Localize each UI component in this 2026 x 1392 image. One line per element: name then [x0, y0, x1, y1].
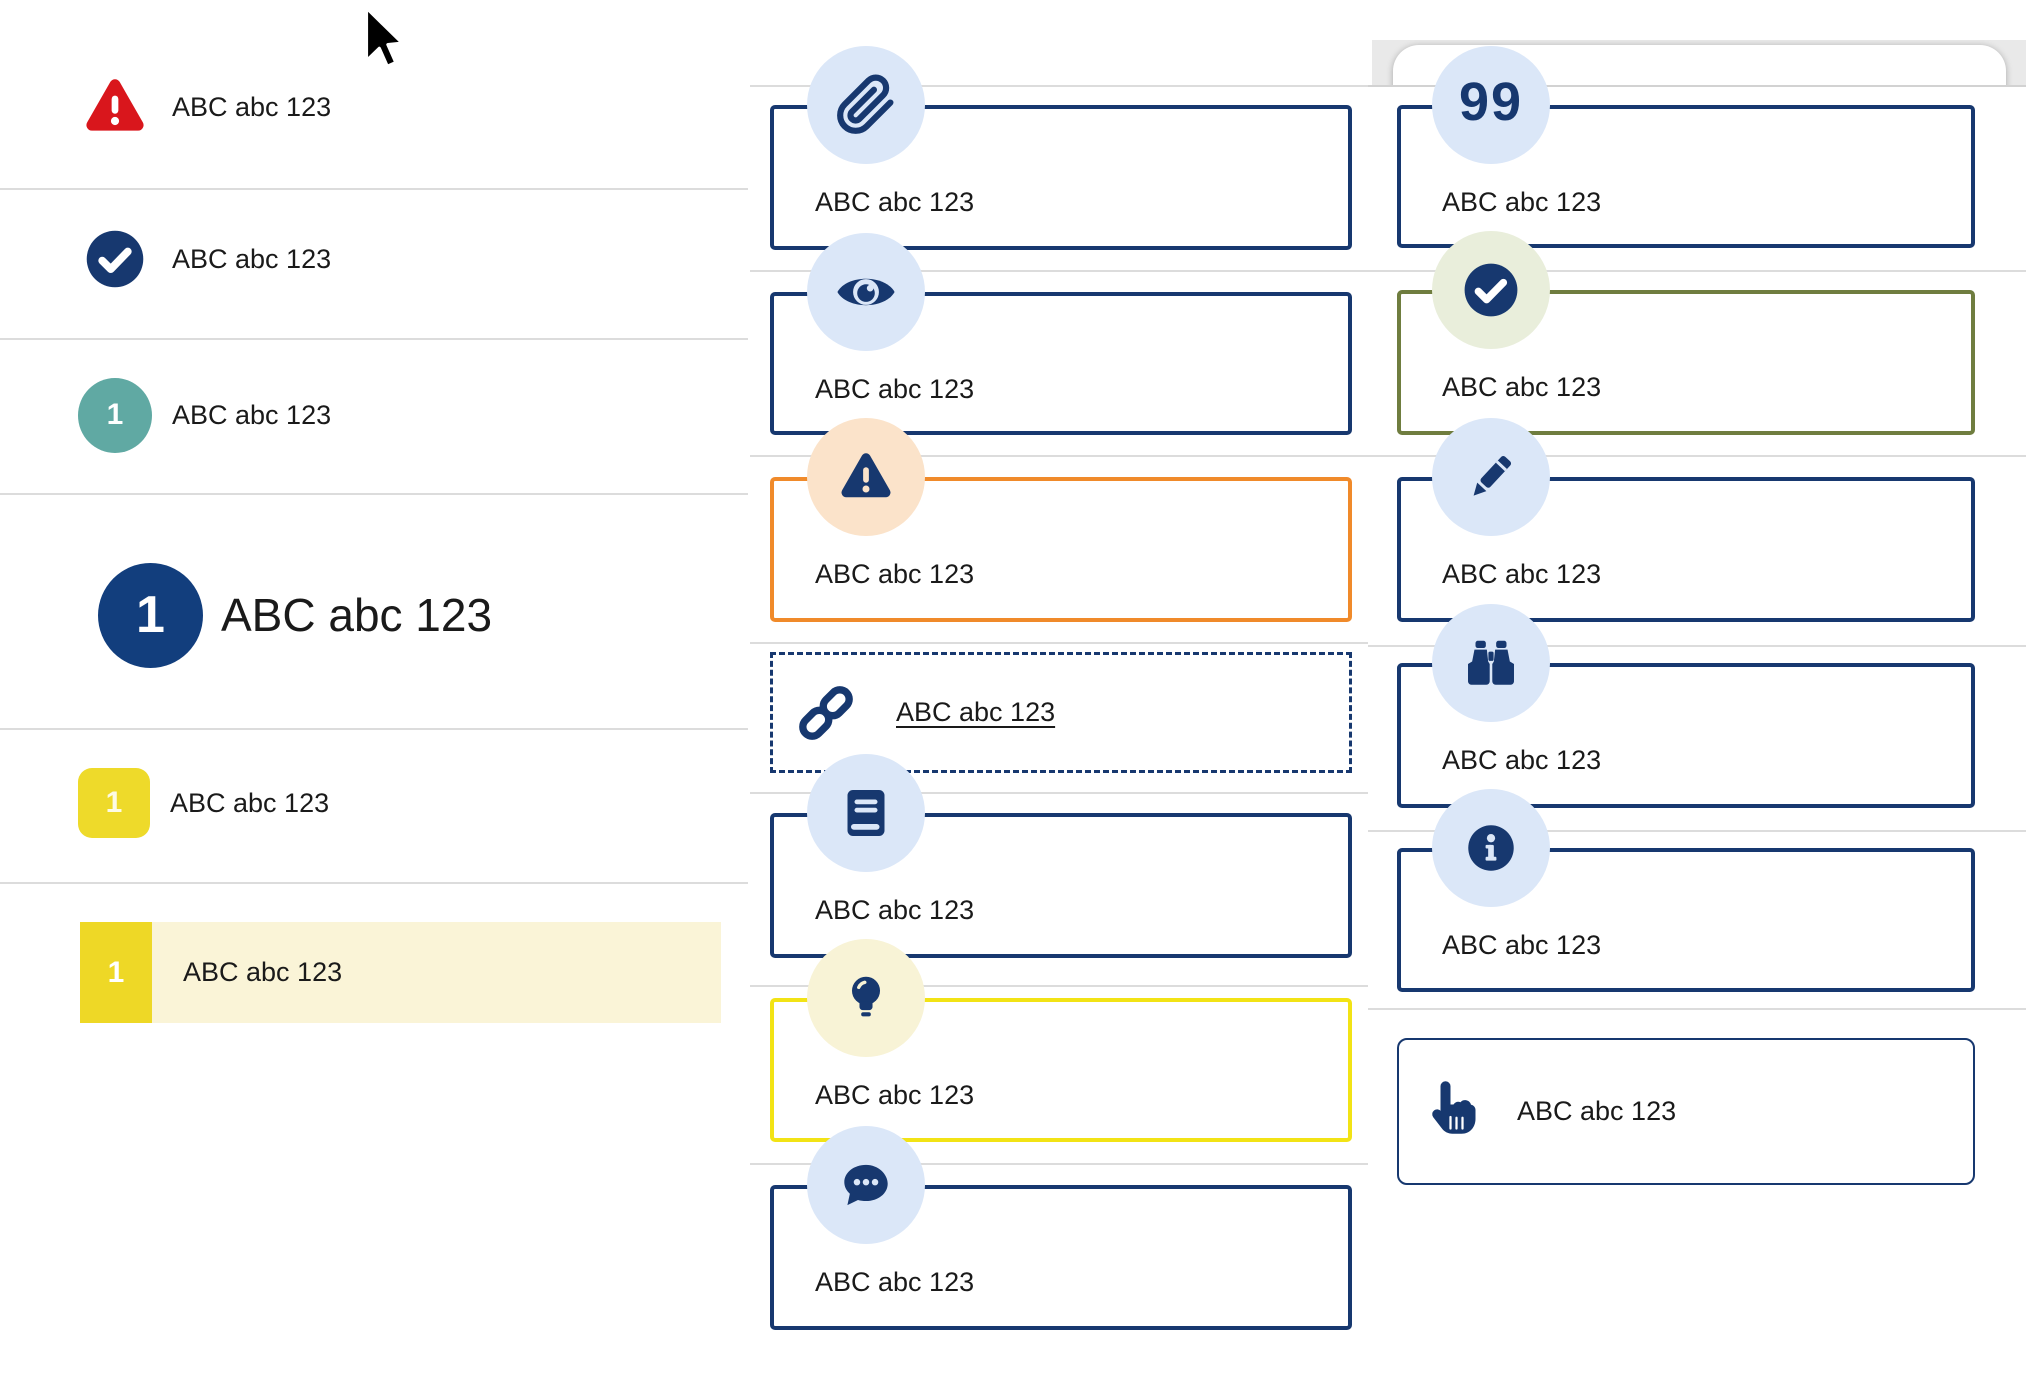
info-circle-icon	[1432, 789, 1550, 907]
divider	[750, 85, 1368, 87]
callout-label: ABC abc 123	[1442, 187, 1602, 217]
list-item-alert: ABC abc 123	[78, 67, 331, 147]
divider	[1368, 270, 2026, 272]
binoculars-icon	[1432, 604, 1550, 722]
callout-info: ABC abc 123	[1397, 789, 1975, 992]
divider	[0, 338, 748, 340]
callout-link-text[interactable]: ABC abc 123	[896, 697, 1056, 727]
callout-label: ABC abc 123	[815, 187, 975, 217]
callout-action[interactable]: ABC abc 123	[1397, 1038, 1975, 1185]
divider	[750, 455, 1368, 457]
check-circle-icon	[78, 227, 152, 291]
callout-label: ABC abc 123	[815, 374, 975, 404]
quote-icon: 99	[1432, 46, 1550, 164]
callout-book: ABC abc 123	[770, 754, 1352, 958]
callout-success: ABC abc 123	[1397, 231, 1975, 435]
list-item-step-yellow-highlighted: 1 ABC abc 123	[80, 922, 721, 1023]
list-item-check: ABC abc 123	[78, 219, 331, 299]
chat-bubble-icon	[807, 1126, 925, 1244]
divider	[750, 642, 1368, 644]
callout-tip: ABC abc 123	[770, 939, 1352, 1142]
divider	[750, 792, 1368, 794]
eye-icon	[807, 233, 925, 351]
headline-label: ABC abc 123	[221, 589, 493, 641]
callout-comment: ABC abc 123	[770, 1126, 1352, 1330]
warning-triangle-icon	[807, 418, 925, 536]
mouse-cursor-icon	[362, 5, 410, 80]
callout-label: ABC abc 123	[815, 1080, 975, 1110]
number-badge-teal: 1	[78, 377, 152, 453]
callout-link: ABC abc 123	[770, 652, 1352, 773]
list-item-step-yellow: 1 ABC abc 123	[78, 768, 329, 838]
callout-label: ABC abc 123	[815, 895, 975, 925]
divider	[1368, 830, 2026, 832]
divider	[750, 270, 1368, 272]
callout-attachment: ABC abc 123	[770, 46, 1352, 250]
callout-label: ABC abc 123	[815, 1267, 975, 1297]
pencil-icon	[1432, 418, 1550, 536]
divider	[750, 1163, 1368, 1165]
list-item-label: ABC abc 123	[172, 91, 332, 122]
divider	[1368, 645, 2026, 647]
divider	[0, 728, 748, 730]
divider	[0, 188, 748, 190]
callout-label: ABC abc 123	[1442, 559, 1602, 589]
callout-label: ABC abc 123	[1442, 372, 1602, 402]
divider	[750, 985, 1368, 987]
callout-eye: ABC abc 123	[770, 233, 1352, 435]
divider	[1368, 1008, 2026, 1010]
list-item-step-headline: 1 ABC abc 123	[98, 562, 492, 668]
list-item-label: ABC abc 123	[170, 787, 330, 818]
hand-pointer-icon	[1419, 1070, 1479, 1154]
callout-label: ABC abc 123	[815, 559, 975, 589]
callout-label: ABC abc 123	[1442, 745, 1602, 775]
callout-border	[770, 477, 1352, 622]
paperclip-icon	[807, 46, 925, 164]
warning-triangle-icon	[78, 72, 152, 142]
divider	[1368, 85, 2026, 87]
callout-search: ABC abc 123	[1397, 604, 1975, 808]
number-badge-navy-large: 1	[98, 562, 203, 668]
list-item-label: ABC abc 123	[183, 957, 343, 987]
callout-label: ABC abc 123	[1442, 930, 1602, 960]
divider	[1368, 455, 2026, 457]
list-item-label: ABC abc 123	[172, 399, 332, 430]
callout-quote: 99 ABC abc 123	[1397, 46, 1975, 248]
number-badge-yellow: 1	[78, 768, 150, 838]
callout-border	[770, 652, 1352, 773]
book-icon	[807, 754, 925, 872]
callout-edit: ABC abc 123	[1397, 418, 1975, 622]
list-item-label: ABC abc 123	[172, 243, 332, 274]
divider	[0, 493, 748, 495]
callout-border	[1397, 290, 1975, 435]
callout-border	[1397, 1038, 1975, 1185]
lightbulb-icon	[807, 939, 925, 1057]
check-circle-icon	[1432, 231, 1550, 349]
number-badge-yellow: 1	[80, 922, 152, 1023]
list-item-step-teal: 1 ABC abc 123	[78, 375, 331, 455]
link-icon	[792, 679, 860, 747]
callout-action-label: ABC abc 123	[1517, 1096, 1677, 1126]
callout-warning: ABC abc 123	[770, 418, 1352, 622]
divider	[0, 882, 748, 884]
